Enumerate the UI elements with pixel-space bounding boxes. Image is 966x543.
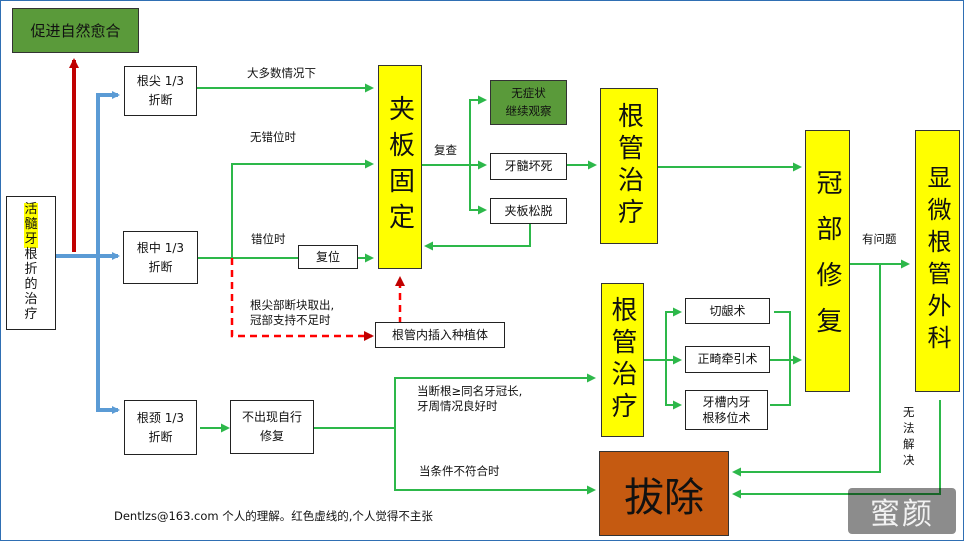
arrow-condition-met (394, 373, 596, 428)
red-dashed (230, 258, 405, 341)
implant-insert-box: 根管内插入种植体 (375, 322, 505, 348)
label-unsolvable: 无 法 解 决 (903, 405, 915, 468)
splint-loose-text: 夹板松脱 (504, 203, 553, 218)
blue-branches (56, 91, 120, 414)
orthodontic-traction-box: 正畸牵引术 (685, 346, 770, 373)
pulp-necrosis-text: 牙髓坏死 (504, 159, 553, 174)
extraction-box: 拔除 (599, 451, 729, 536)
label-most-cases: 大多数情况下 (247, 66, 316, 80)
main-topic-highlight: 活髓牙 (24, 202, 38, 249)
cervical-fracture-text: 根颈 1/3 折断 (136, 410, 185, 444)
promote-healing-text: 促进自然愈合 (30, 22, 121, 40)
splint-loose-box: 夹板松脱 (490, 198, 567, 224)
arrow-unsolvable (732, 400, 941, 499)
label-apical-removal: 根尖部断块取出, 冠部支持不足时 (250, 298, 335, 327)
cervical-fracture-box: 根颈 1/3 折断 (124, 400, 197, 455)
intra-alveolar-box: 牙槽内牙 根移位术 (685, 390, 768, 430)
label-displaced: 错位时 (251, 232, 286, 246)
main-topic-box: 活髓牙 根折的治疗 (6, 196, 56, 330)
splint-fixation-text: 夹板固定 (384, 95, 415, 239)
footer-note: Dentlzs@163.com 个人的理解。红色虚线的,个人觉得不主张 (114, 509, 433, 523)
apical-fracture-text: 根尖 1/3 折断 (136, 74, 185, 107)
watermark-text: 蜜颜 (870, 497, 934, 532)
no-self-repair-text: 不出现自行 修复 (241, 410, 302, 443)
pulp-necrosis-box: 牙髓坏死 (490, 153, 567, 180)
crown-restoration-box: 冠部修复 (805, 130, 850, 392)
reposition-text: 复位 (315, 249, 340, 264)
asymptomatic-text: 无症状 继续观察 (505, 86, 552, 118)
asymptomatic-box: 无症状 继续观察 (490, 80, 567, 125)
apical-fracture-box: 根尖 1/3 折断 (124, 66, 197, 116)
main-topic-text: 根折的治疗 (24, 247, 38, 322)
gingivectomy-box: 切龈术 (685, 298, 770, 324)
label-condition-met: 当断根≥同名牙冠长, 牙周情况良好时 (417, 384, 523, 413)
intra-alveolar-text: 牙槽内牙 根移位术 (702, 394, 751, 425)
middle-fracture-box: 根中 1/3 折断 (123, 231, 198, 284)
root-canal-text-2: 根管治疗 (607, 296, 637, 424)
microsurgery-box: 显微根管外科 (915, 130, 960, 392)
arrow-condition-not-met (394, 428, 596, 495)
label-condition-not-met: 当条件不符合时 (419, 464, 500, 478)
middle-fracture-text: 根中 1/3 折断 (136, 240, 185, 274)
splint-fixation-box: 夹板固定 (378, 65, 422, 269)
microsurgery-text: 显微根管外科 (923, 165, 951, 357)
arrow-to-cervical (96, 256, 120, 414)
label-has-problem: 有问题 (862, 232, 897, 246)
gingivectomy-text: 切龈术 (709, 303, 746, 318)
label-recheck: 复查 (434, 143, 457, 157)
root-canal-text-1: 根管治疗 (613, 102, 644, 230)
arrow-to-apical (96, 91, 120, 256)
arrow-loose-back (424, 222, 531, 251)
label-no-displacement: 无错位时 (250, 130, 296, 144)
orthodontic-traction-text: 正畸牵引术 (697, 352, 758, 367)
no-self-repair-box: 不出现自行 修复 (230, 400, 314, 454)
root-canal-box-1: 根管治疗 (600, 88, 658, 244)
promote-healing-box: 促进自然愈合 (12, 8, 139, 53)
extraction-text: 拔除 (624, 474, 704, 521)
watermark: 蜜颜 (848, 488, 956, 534)
root-canal-box-2: 根管治疗 (601, 283, 644, 437)
implant-insert-text: 根管内插入种植体 (391, 327, 488, 342)
reposition-box: 复位 (298, 245, 358, 269)
arrow-no-displacement (197, 159, 374, 259)
crown-restoration-text: 冠部修复 (812, 169, 842, 353)
